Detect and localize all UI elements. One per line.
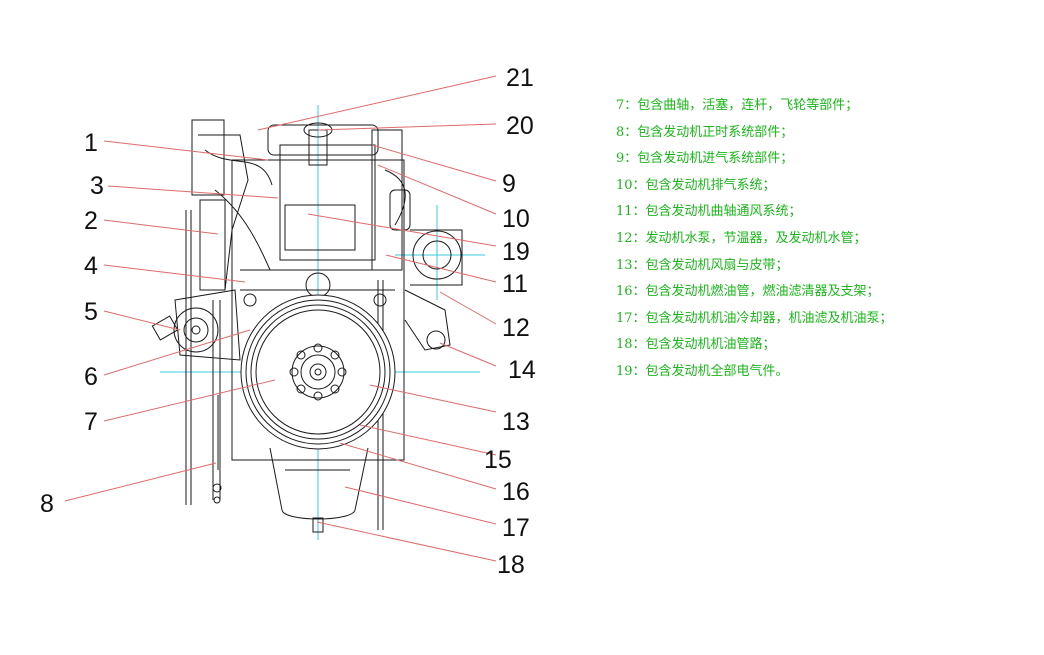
callout-9: 9: [502, 170, 516, 198]
callout-14: 14: [508, 356, 536, 384]
callout-13: 13: [502, 408, 530, 436]
callout-15: 15: [484, 446, 512, 474]
callout-18: 18: [497, 551, 525, 579]
legend-item: 13：包含发动机风扇与皮带；: [616, 257, 789, 273]
callout-2: 2: [84, 207, 98, 235]
legend: 7：包含曲轴，活塞，连杆，飞轮等部件； 8：包含发动机正时系统部件； 9：包含发…: [616, 96, 1036, 389]
callout-3: 3: [90, 172, 104, 200]
callout-12: 12: [502, 314, 530, 342]
legend-item: 7：包含曲轴，活塞，连杆，飞轮等部件；: [616, 98, 859, 113]
callout-10: 10: [502, 205, 530, 233]
callout-4: 4: [84, 252, 98, 280]
legend-item: 10：包含发动机排气系统；: [616, 177, 776, 193]
callout-19: 19: [502, 238, 530, 266]
legend-item: 12：发动机水泵，节温器，及发动机水管；: [616, 230, 867, 246]
callout-1: 1: [84, 129, 98, 157]
callout-8: 8: [40, 490, 54, 518]
legend-item: 9：包含发动机进气系统部件；: [616, 151, 794, 167]
leader-lines: [64, 75, 497, 562]
callout-7: 7: [84, 408, 98, 436]
callout-11: 11: [502, 270, 528, 298]
engine-drawing: [151, 119, 463, 533]
callout-21: 21: [506, 64, 534, 92]
callout-labels: 1 2 3 4 5 6 7 8 9 10 11 12 13 14 15 16 1…: [40, 64, 536, 579]
callout-6: 6: [84, 363, 98, 391]
legend-item: 16：包含发动机燃油管，燃油滤清器及支架；: [616, 284, 880, 300]
callout-16: 16: [502, 478, 530, 506]
callout-20: 20: [506, 112, 534, 140]
legend-item: 18：包含发动机机油管路；: [616, 337, 776, 353]
legend-item: 11：包含发动机曲轴通风系统；: [616, 204, 802, 220]
legend-item: 19：包含发动机全部电气件。: [616, 363, 789, 379]
callout-17: 17: [502, 514, 530, 542]
legend-item: 8：包含发动机正时系统部件；: [616, 124, 794, 140]
callout-5: 5: [84, 298, 98, 326]
legend-item: 17：包含发动机机油冷却器，机油滤及机油泵；: [616, 310, 893, 326]
